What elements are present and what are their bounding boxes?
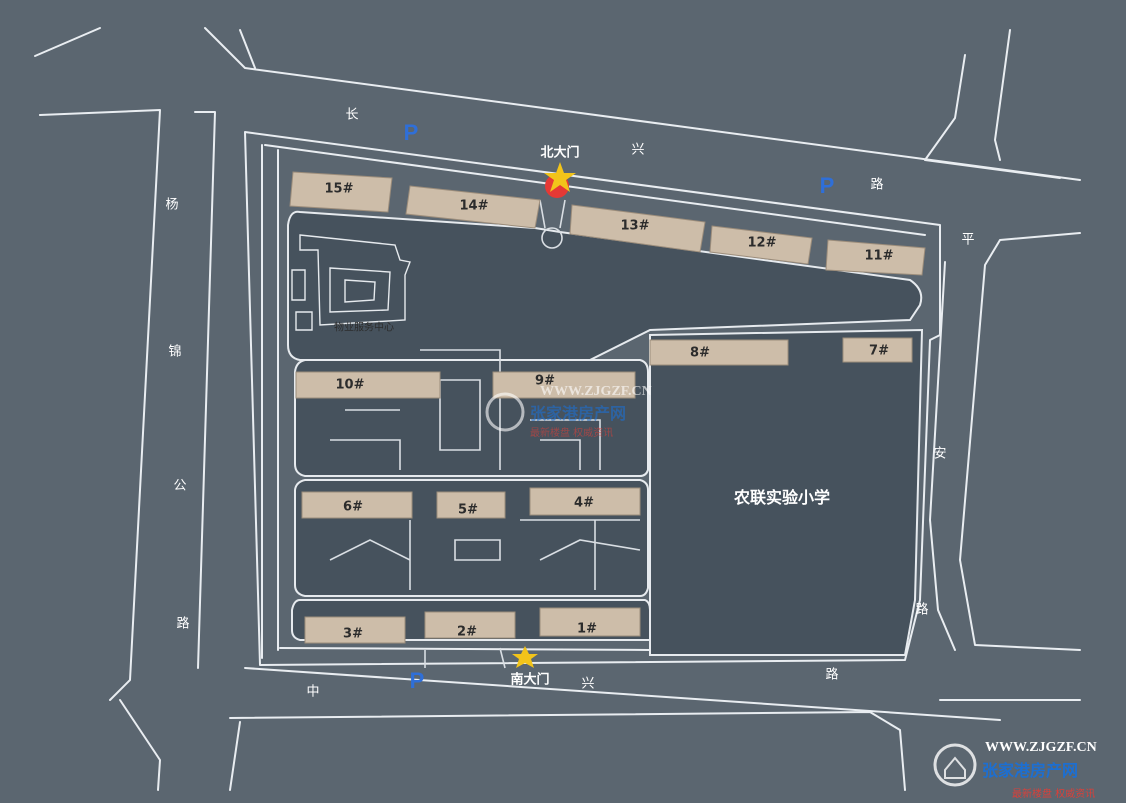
road-west-char-2: 锦 [168, 344, 182, 360]
north-gate-label: 北大门 [540, 145, 580, 161]
watermark-slogan-corner: 最新楼盘 权威资讯 [1012, 789, 1096, 800]
road-south-char-3: 路 [825, 667, 839, 683]
north-gate-marker [544, 162, 576, 198]
road-west-char-1: 杨 [165, 197, 179, 213]
watermark-name-corner: 张家港房产网 [982, 761, 1079, 780]
road-west-char-3: 公 [173, 478, 187, 494]
watermark-url-center: WWW.ZJGZF.CN [540, 384, 652, 399]
estate-boundary [244, 131, 941, 666]
parking-marker-south: P [409, 668, 425, 693]
watermark-logo [485, 392, 977, 787]
watermark-name-center: 张家港房产网 [530, 404, 627, 423]
parking-marker-north-east: P [819, 173, 835, 198]
building-label-15: 15# [324, 181, 354, 197]
service-center-outline [291, 234, 411, 331]
building-label-3: 3# [343, 626, 363, 642]
building-label-8: 8# [690, 345, 710, 361]
building-label-10: 10# [335, 377, 365, 393]
outer-roads [34, 27, 1081, 791]
road-south-char-1: 中 [306, 684, 320, 700]
road-east-char-2: 安 [933, 446, 947, 462]
building-label-9: 9# [535, 373, 555, 389]
road-east-char-1: 平 [961, 232, 975, 248]
road-south-char-2: 兴 [581, 676, 595, 692]
watermark-slogan-center: 最新楼盘 权威资讯 [530, 428, 614, 439]
building-label-5: 5# [458, 502, 478, 518]
watermark-url-corner: WWW.ZJGZF.CN [985, 740, 1097, 755]
road-east-char-3: 路 [915, 602, 929, 618]
building-label-13: 13# [620, 218, 650, 234]
road-north-char-1: 长 [345, 107, 359, 123]
road-west-char-4: 路 [176, 616, 190, 632]
building-label-6: 6# [343, 499, 363, 515]
road-north-char-2: 兴 [631, 142, 645, 158]
building-label-11: 11# [864, 248, 894, 264]
school-label: 农联实验小学 [733, 488, 831, 507]
building-label-12: 12# [747, 235, 777, 251]
internal-paths [329, 199, 641, 669]
building-label-1: 1# [577, 621, 597, 637]
parking-marker-north-west: P [403, 120, 419, 145]
south-gate-label: 南大门 [510, 672, 550, 688]
building-label-14: 14# [459, 198, 489, 214]
south-gate-marker [512, 646, 538, 668]
road-north-char-3: 路 [870, 177, 884, 193]
service-center-label: 物业服务中心 [334, 322, 394, 334]
building-label-2: 2# [457, 624, 477, 640]
building-blocks [289, 171, 926, 644]
building-label-4: 4# [574, 495, 594, 511]
building-label-7: 7# [869, 343, 889, 359]
